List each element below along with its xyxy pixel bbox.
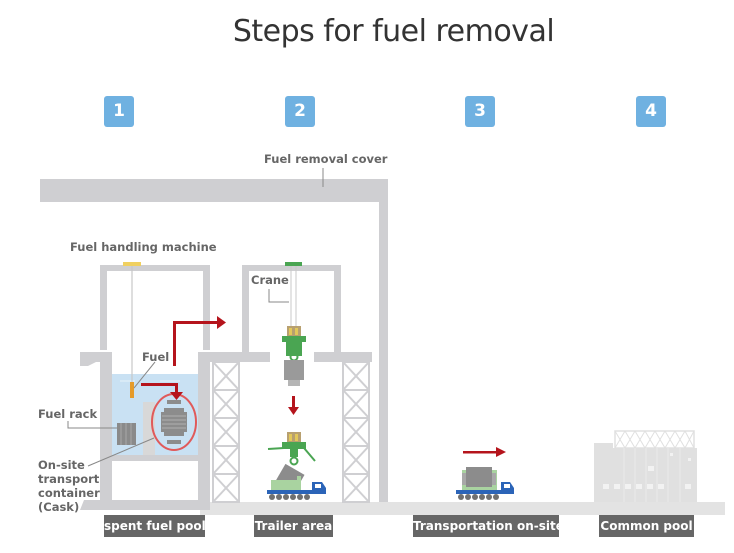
fuel-rack-leader-line [67, 421, 117, 429]
step-badge-3: 3 [465, 96, 495, 127]
cask-label-line2: transport [38, 472, 100, 486]
fuel-label: Fuel [142, 350, 170, 364]
reactor-building [80, 265, 210, 510]
common-pool-truss [614, 430, 695, 449]
diagram-title: Steps for fuel removal [232, 14, 555, 49]
fuel-removal-cover-label: Fuel removal cover [264, 152, 388, 166]
fuel-assembly [130, 382, 134, 398]
fuel-handling-machine-trolley [123, 262, 141, 266]
lattice-tower-left [212, 361, 240, 503]
cask-label-line3: container [38, 486, 100, 500]
fuel-leader-line [133, 361, 156, 389]
step-badge-1: 1 [104, 96, 134, 127]
area-label-trailer-area: Trailer area [254, 515, 333, 537]
transport-arrow [463, 447, 506, 457]
ground-slab [200, 502, 725, 515]
lattice-tower-right [342, 361, 370, 503]
area-label-common-pool: Common pool [599, 515, 694, 537]
cask-label-line4: (Cask) [38, 500, 80, 514]
crane-leader-line [268, 289, 289, 303]
crane-label: Crane [251, 273, 289, 287]
trailer-step3 [456, 467, 514, 500]
area-label-spent-fuel-pool: spent fuel pool [104, 515, 206, 537]
step-badge-2: 2 [285, 96, 315, 127]
cask-in-pool [161, 400, 187, 444]
lift-arrow-to-trailer [173, 316, 226, 366]
fuel-rack-label: Fuel rack [38, 407, 98, 421]
fuel-removal-cover [40, 179, 388, 502]
transfer-arrow-in-pool [141, 383, 183, 400]
cask-label-line1: On-site [38, 458, 85, 472]
fuel-handling-machine-label: Fuel handling machine [70, 240, 217, 254]
lower-arrow [288, 396, 299, 415]
area-label-transportation-on-site: Transportation on-site [413, 515, 564, 537]
crane-hook-with-cask [282, 326, 306, 386]
fuel-rack [117, 423, 136, 445]
crane-trolley [285, 262, 302, 266]
cask-leader-line [87, 437, 155, 467]
step-badge-4: 4 [636, 96, 666, 127]
trailer-with-cask-step2 [267, 432, 326, 500]
